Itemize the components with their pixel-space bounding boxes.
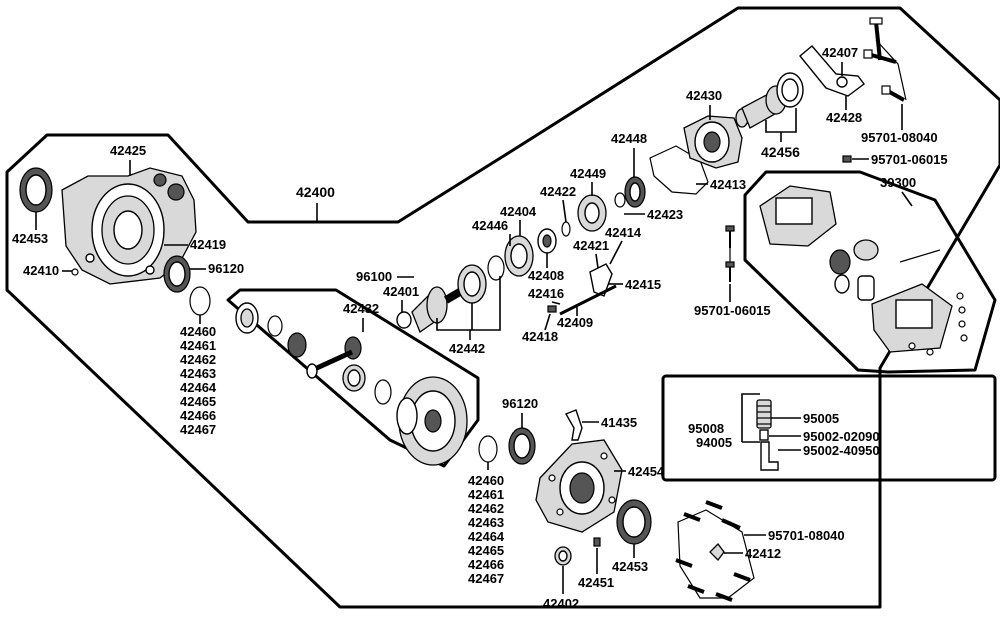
label-42413: 42413	[710, 177, 746, 192]
seal-42453-bottom	[616, 499, 652, 545]
label-42414: 42414	[605, 225, 642, 240]
label-42428: 42428	[826, 110, 862, 125]
left-housing	[61, 167, 197, 285]
assembly-outline	[5, 6, 1000, 609]
svg-text:42465: 42465	[180, 394, 216, 409]
label-screw-side: 95701-06015	[694, 303, 771, 318]
label-42407: 42407	[822, 45, 858, 60]
svg-text:42462: 42462	[180, 352, 216, 367]
label-96120-bottom: 96120	[502, 396, 538, 411]
label-42408: 42408	[528, 268, 564, 283]
svg-text:42461: 42461	[180, 338, 216, 353]
label-42415: 42415	[625, 277, 661, 292]
svg-text:42463: 42463	[180, 366, 216, 381]
left-seal	[19, 167, 53, 213]
label-42404: 42404	[500, 204, 537, 219]
module-frame	[743, 170, 997, 374]
label-42418: 42418	[522, 329, 558, 344]
label-42425: 42425	[110, 143, 146, 158]
svg-text:42464: 42464	[180, 380, 217, 395]
hose-kit	[756, 399, 779, 471]
label-42410: 42410	[23, 263, 59, 278]
screws-side	[725, 225, 735, 282]
label-42456: 42456	[761, 144, 800, 160]
label-42453-bottom: 42453	[612, 559, 648, 574]
label-screw-top: 95701-06015	[871, 152, 948, 167]
differential-parts	[235, 302, 468, 466]
svg-text:42466: 42466	[180, 408, 216, 423]
label-42421: 42421	[573, 238, 609, 253]
svg-text:42467: 42467	[468, 571, 504, 586]
bolts-bottom	[675, 500, 755, 602]
label-42442: 42442	[449, 341, 485, 356]
label-42401: 42401	[383, 284, 419, 299]
label-96100: 96100	[356, 269, 392, 284]
svg-text:42461: 42461	[468, 487, 504, 502]
bracket-42428	[799, 45, 865, 97]
gasket-42413	[649, 145, 709, 195]
label-41435: 41435	[601, 415, 637, 430]
cover-42454	[535, 439, 623, 533]
shim-list-bottom: 42460 42461 42462 42463 42464 42465 4246…	[468, 473, 505, 586]
label-42432: 42432	[343, 301, 379, 316]
label-39300: 39300	[880, 175, 916, 190]
hose-kit-frame	[661, 374, 997, 482]
plug-42402	[554, 546, 572, 566]
svg-text:95002-02090: 95002-02090	[803, 429, 880, 444]
label-42412: 42412	[745, 546, 781, 561]
label-42419: 42419	[190, 237, 226, 252]
svg-text:95002-40950: 95002-40950	[803, 443, 880, 458]
shift-fork	[547, 263, 617, 316]
label-42449: 42449	[570, 166, 606, 181]
label-42448: 42448	[611, 131, 647, 146]
hose-kit-labels: 95005 95008 94005 95002-02090 95002-4095…	[688, 393, 880, 458]
svg-text:95008: 95008	[688, 421, 724, 436]
label-42423: 42423	[647, 207, 683, 222]
svg-text:42460: 42460	[468, 473, 504, 488]
label-42422: 42422	[540, 184, 576, 199]
svg-text:42467: 42467	[180, 422, 216, 437]
label-42454: 42454	[628, 464, 665, 479]
seal-96120-bottom	[508, 427, 536, 465]
label-42453-top: 42453	[12, 231, 48, 246]
svg-text:42463: 42463	[468, 515, 504, 530]
control-module	[759, 185, 968, 356]
housing-42430	[683, 115, 743, 169]
label-bolt-bottom: 95701-08040	[768, 528, 845, 543]
label-42416: 42416	[528, 286, 564, 301]
shaft-42456	[735, 72, 804, 129]
label-42402: 42402	[543, 596, 579, 611]
svg-text:94005: 94005	[696, 435, 732, 450]
svg-text:42460: 42460	[180, 324, 216, 339]
label-bolt-top: 95701-08040	[861, 130, 938, 145]
seal-96120-top	[163, 255, 191, 293]
svg-text:42466: 42466	[468, 557, 504, 572]
svg-text:42462: 42462	[468, 501, 504, 516]
label-42400: 42400	[296, 184, 335, 200]
bolts-top	[863, 17, 907, 102]
shim-list-top: 42460 42461 42462 42463 42464 42465 4246…	[180, 324, 217, 437]
svg-text:42464: 42464	[468, 529, 505, 544]
label-42451: 42451	[578, 575, 614, 590]
svg-text:95005: 95005	[803, 411, 839, 426]
differential-frame	[226, 288, 480, 468]
label-42446: 42446	[472, 218, 508, 233]
vent-41435	[564, 409, 583, 441]
label-96120-top: 96120	[208, 261, 244, 276]
label-42430: 42430	[686, 88, 722, 103]
svg-text:42465: 42465	[468, 543, 504, 558]
label-42409: 42409	[557, 315, 593, 330]
